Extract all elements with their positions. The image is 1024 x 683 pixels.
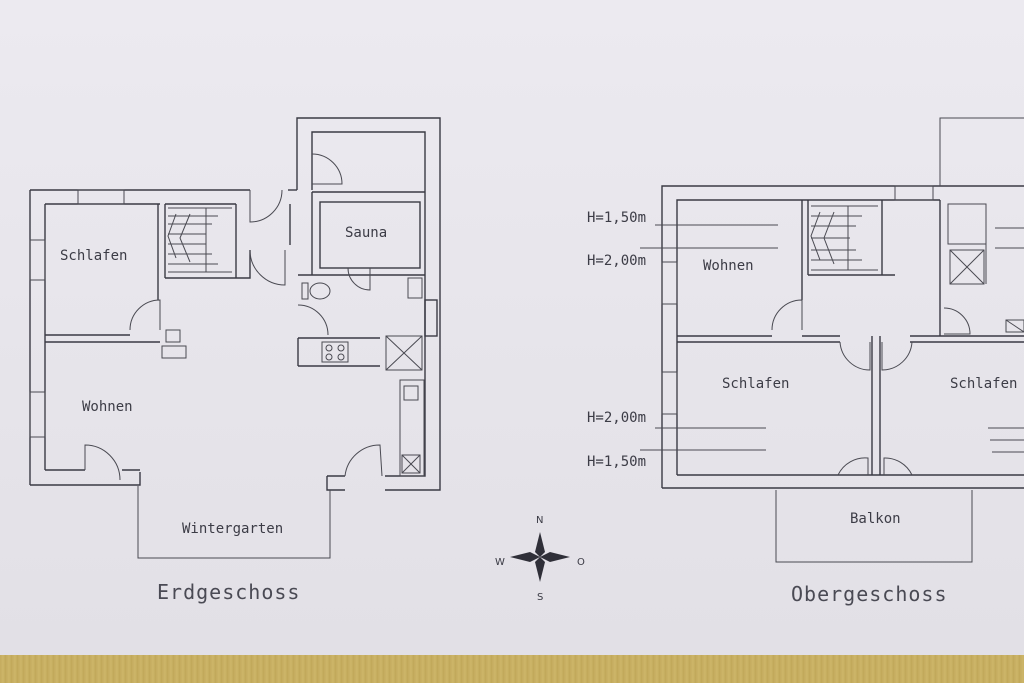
gf-title: Erdgeschoss xyxy=(157,580,300,604)
uf-door-schlafen-left xyxy=(839,341,871,371)
toilet-icon xyxy=(309,282,331,300)
compass-arrow-east xyxy=(540,552,570,562)
toilet-tank xyxy=(301,282,309,300)
uf-sink-icon xyxy=(1005,319,1024,333)
uf-door-wohnen xyxy=(771,299,803,331)
gf-wall-annex xyxy=(296,117,441,491)
compass-n: N xyxy=(536,515,543,526)
uf-door-balkon-left xyxy=(837,457,869,476)
gf-window-wohnen xyxy=(29,391,46,438)
gf-door-schlafen xyxy=(129,299,161,331)
balkon-outline xyxy=(775,490,973,563)
gf-staircase xyxy=(167,207,232,273)
uf-room-schlafen-left: Schlafen xyxy=(722,376,789,392)
compass-arrow-north xyxy=(535,532,545,557)
gf-room-sauna: Sauna xyxy=(345,225,387,241)
gf-door-hall xyxy=(249,249,286,286)
gf-room-schlafen: Schlafen xyxy=(60,248,127,264)
gf-wall-stair-bottom xyxy=(165,250,251,279)
stove-icon xyxy=(321,341,349,363)
gf-stove-base xyxy=(161,345,187,359)
uf-window-left-bottom xyxy=(661,371,678,415)
gf-sink-icon xyxy=(407,277,423,299)
gf-door-wc xyxy=(297,304,329,336)
gf-wall-bottom-left xyxy=(30,472,141,486)
uf-height-top-2: H=2,00m xyxy=(587,253,646,269)
gf-room-wohnen: Wohnen xyxy=(82,399,133,415)
gf-door-terrace xyxy=(84,444,121,481)
gf-window-right xyxy=(424,299,438,337)
gf-window-schlafen xyxy=(29,239,46,281)
upper-floor-plan: H=1,50m H=2,00m H=2,00m H=1,50m Wohnen S… xyxy=(587,117,1024,606)
wintergarten-outline xyxy=(137,486,331,559)
uf-door-schlafen-right xyxy=(881,341,913,371)
gf-shower-icon xyxy=(385,335,423,371)
uf-height-top-1: H=1,50m xyxy=(587,210,646,226)
table-surface xyxy=(0,655,1024,683)
uf-room-wohnen: Wohnen xyxy=(703,258,754,274)
compass-s: S xyxy=(537,592,543,603)
gf-kitchen-counter xyxy=(399,379,425,477)
compass-arrow-west xyxy=(510,552,540,562)
uf-window-top xyxy=(894,185,934,201)
uf-window-left-top xyxy=(661,261,678,305)
paper-sheet xyxy=(0,0,1024,655)
compass-o: O xyxy=(577,557,585,568)
uf-annex-outline xyxy=(939,117,1024,186)
gf-kitchen-sink-icon xyxy=(403,385,419,401)
uf-room-schlafen-right: Schlafen xyxy=(950,376,1017,392)
gf-door-entrance xyxy=(344,444,383,477)
uf-height-bottom-1: H=2,00m xyxy=(587,410,646,426)
uf-title: Obergeschoss xyxy=(791,582,948,606)
uf-shower-icon xyxy=(949,249,985,285)
gf-wall-bottom-right xyxy=(326,476,345,491)
uf-bath-cabinet xyxy=(947,203,987,245)
ground-floor-plan: Schlafen Wohnen Sauna Wintergarten Erdge… xyxy=(29,117,441,604)
uf-staircase xyxy=(810,205,878,271)
gf-door-sauna xyxy=(347,267,371,291)
compass-w: W xyxy=(495,557,505,568)
compass-arrow-south xyxy=(535,557,545,582)
uf-door-balkon-right xyxy=(883,457,913,476)
gf-chimney-icon xyxy=(165,329,181,343)
compass-rose: N S W O xyxy=(495,515,585,603)
uf-door-bath xyxy=(943,307,971,335)
uf-wall-outer-left xyxy=(661,185,895,488)
uf-height-bottom-2: H=1,50m xyxy=(587,454,646,470)
gf-door-annex xyxy=(311,153,343,185)
uf-room-balkon: Balkon xyxy=(850,511,901,527)
gf-appliance-icon xyxy=(401,454,421,474)
gf-door-stair xyxy=(249,189,283,223)
gf-window-top xyxy=(77,189,125,205)
gf-room-wintergarten: Wintergarten xyxy=(182,521,283,537)
